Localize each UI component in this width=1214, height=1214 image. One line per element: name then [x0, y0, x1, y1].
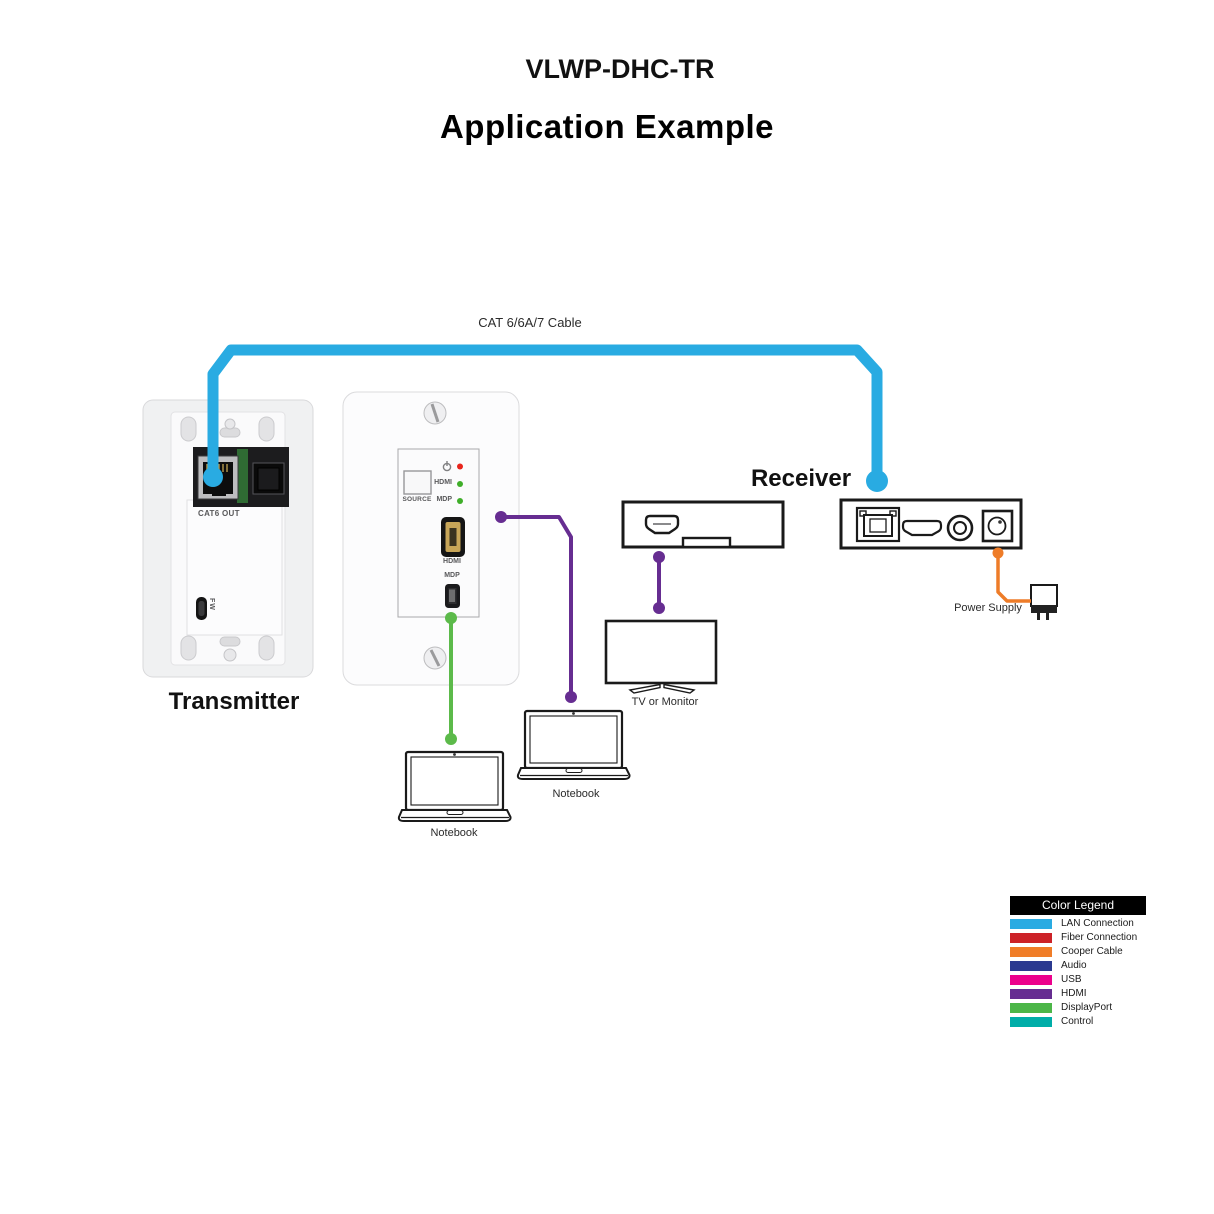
receiver-rear — [839, 498, 1023, 550]
hdmi-in-port — [441, 517, 465, 557]
mdp-port-label: MDP — [444, 572, 460, 579]
legend-label: Audio — [1061, 960, 1087, 971]
legend-item: Fiber Connection — [1010, 933, 1146, 943]
hdmi-cable-tv — [653, 551, 665, 614]
legend-item: USB — [1010, 975, 1146, 985]
legend-swatch — [1010, 975, 1052, 985]
legend-swatch — [1010, 947, 1052, 957]
receiver-slot — [681, 536, 732, 549]
hdmi-out-port — [901, 519, 943, 537]
notebook1-label: Notebook — [430, 827, 478, 839]
page-title: Application Example — [439, 108, 775, 145]
tv-monitor — [604, 619, 718, 694]
legend-item: Control — [1010, 1017, 1146, 1027]
legend-swatch — [1010, 919, 1052, 929]
notebook-1 — [397, 750, 512, 822]
keyhole-slot — [180, 416, 197, 442]
power-cable — [992, 547, 1031, 603]
model-title: VLWP-DHC-TR — [525, 54, 715, 84]
legend-item: HDMI — [1010, 989, 1146, 999]
legend-label: Control — [1061, 1016, 1094, 1027]
hdmi-indicator-label: HDMI — [434, 479, 452, 486]
cat6-out-label: CAT6 OUT — [198, 509, 240, 518]
legend-item: Audio — [1010, 961, 1146, 971]
receiver-front — [621, 500, 785, 549]
displayport-cable — [445, 612, 457, 745]
notebook2-label: Notebook — [552, 788, 600, 800]
source-button-label: SOURCE — [402, 496, 432, 503]
audio-jack — [946, 514, 974, 542]
hdmi-port-label: HDMI — [443, 558, 461, 565]
keyhole-slot — [180, 635, 197, 661]
wallplate-front — [342, 391, 520, 686]
cat-cable-label: CAT 6/6A/7 Cable — [478, 315, 582, 330]
power-supply-icon — [1030, 584, 1058, 620]
hdmi-led — [457, 481, 463, 487]
legend-label: Cooper Cable — [1061, 946, 1123, 957]
legend-item: DisplayPort — [1010, 1003, 1146, 1013]
legend-item: LAN Connection — [1010, 919, 1146, 929]
keyhole-slot — [258, 416, 275, 442]
tv-label: TV or Monitor — [631, 696, 699, 708]
hdmi-cable-notebook — [495, 511, 577, 703]
color-legend-header: Color Legend — [1010, 896, 1146, 915]
legend-label: Fiber Connection — [1061, 932, 1138, 943]
hdmi-out-icon — [644, 514, 680, 535]
transmitter-wallplate — [142, 399, 314, 678]
legend-swatch — [1010, 1017, 1052, 1027]
lan-cable — [203, 344, 888, 492]
legend-swatch — [1010, 1003, 1052, 1013]
legend-label: HDMI — [1061, 988, 1087, 999]
dc-power-jack — [981, 509, 1014, 543]
notebook-2 — [516, 709, 631, 780]
screw-bottom — [423, 646, 447, 670]
lan-port — [855, 506, 901, 543]
transmitter-label: Transmitter — [168, 688, 300, 715]
mdp-in-port — [445, 584, 460, 608]
fw-usb-port — [196, 597, 207, 620]
mdp-indicator-label: MDP — [436, 496, 452, 503]
screw-top — [423, 401, 447, 425]
power-icon — [442, 461, 452, 472]
source-button — [403, 470, 432, 495]
legend-swatch — [1010, 989, 1052, 999]
power-supply-label: Power Supply — [954, 602, 1022, 614]
legend-swatch — [1010, 933, 1052, 943]
power-led — [457, 463, 463, 470]
legend-label: USB — [1061, 974, 1082, 985]
legend-label: DisplayPort — [1061, 1002, 1113, 1013]
legend-item: Cooper Cable — [1010, 947, 1146, 957]
keyhole-slot — [258, 635, 275, 661]
legend-swatch — [1010, 961, 1052, 971]
mdp-led — [457, 498, 463, 504]
fw-port-label: FW — [208, 598, 215, 611]
receiver-label: Receiver — [750, 465, 852, 492]
legend-label: LAN Connection — [1061, 918, 1134, 929]
